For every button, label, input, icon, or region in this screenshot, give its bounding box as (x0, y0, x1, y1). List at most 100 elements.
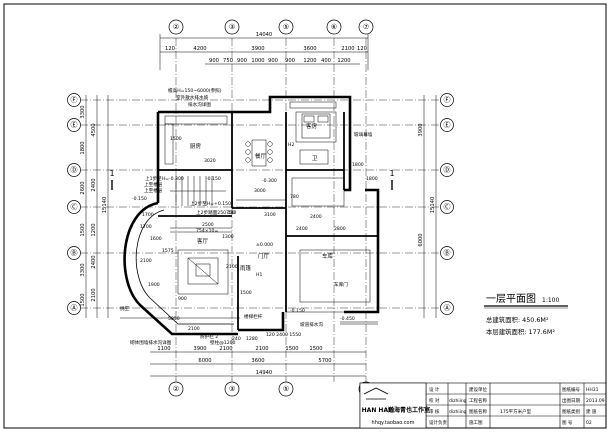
living-furniture (177, 249, 229, 295)
dim-bottom-overall: 14940 (256, 370, 273, 376)
level-4: -0.450 (340, 316, 355, 322)
room-bedroom: 客房 (306, 122, 318, 130)
dim-left-b-5: 2100 (91, 288, 97, 301)
dim-top-seg-2: 4200 (193, 46, 206, 52)
tb-r1-c1: 设 计 (429, 386, 440, 393)
label-num1: 1800 (352, 162, 364, 168)
tb-r3-c4: 175平方米户型 (500, 408, 532, 415)
axis-top-4: ⑥ (331, 23, 337, 31)
dim-top-sub-5: 900 (268, 58, 278, 64)
room-dim-liv10: 754×10= (196, 228, 218, 234)
section-cut-left: 1 (109, 169, 114, 178)
tb-r2-c3: 工程名称 (469, 397, 487, 404)
axis-top-1: ② (173, 23, 179, 31)
section-cut-right: 1 (389, 169, 394, 178)
dim-right-a-1: 3900 (418, 123, 424, 136)
tb-r4-c6: 02 (586, 420, 592, 426)
level-6: -0.150 (290, 308, 305, 314)
note-upstairs-1: 上至楼层 (144, 181, 163, 188)
dim-bottom-sub-4: 2100 (255, 346, 268, 352)
room-porch: 雨篷 (240, 264, 252, 272)
axis-bottom-3: ⑤ (283, 385, 289, 393)
tb-r1-c6: HH31 (586, 387, 599, 393)
sheet-border (3, 3, 607, 429)
bed (301, 113, 331, 139)
dim-top-sub-7: 1200 (303, 58, 316, 64)
tb-r1-c5: 图纸编号 (562, 386, 580, 393)
studio-name: 瀚海青也工作室 (388, 406, 430, 414)
label-num6: 3000 (254, 188, 266, 194)
dim-bottom-sub-6: 1500 (309, 346, 322, 352)
dim-left-b-4: 2400 (91, 255, 97, 268)
room-dim-k2: 1500 (170, 136, 182, 142)
axis-top-5: ⑦ (363, 23, 369, 31)
note-mark: H2 (288, 142, 294, 148)
curved-bay-inner (135, 209, 234, 325)
axis-right-A: Ⓐ (444, 304, 451, 312)
area-floor: 本层建筑面积: 177.6M² (486, 327, 555, 336)
axis-bottom-2: ③ (229, 385, 235, 393)
axis-right-D: Ⓓ (444, 166, 451, 174)
room-dim-liv7: 2100 (140, 258, 152, 264)
room-dim-e5: 1280 (246, 336, 258, 342)
label-num3: 3100 (264, 212, 276, 218)
room-dim-liv11: 2100 (226, 264, 238, 270)
level-3: ±0.000 (256, 242, 273, 248)
room-dining: 餐厅 (255, 152, 267, 160)
tb-r2-c2: dizhiing (449, 398, 467, 404)
note-gutter: 排水沟详图 (188, 101, 211, 108)
room-dim-liv6: 1700 (140, 224, 152, 230)
garage-door (340, 321, 378, 325)
tb-r3-c6: 建 施 (586, 408, 597, 415)
note-glass: 玻璃幕墙 (354, 131, 373, 138)
axis-top-2: ③ (229, 23, 235, 31)
dim-lines-bottom (150, 351, 366, 377)
dim-left-overall: 15140 (102, 197, 108, 214)
dim-right-overall: 15140 (430, 197, 436, 214)
dim-lines-top (159, 34, 369, 70)
dim-top-seg-5: 2100 (341, 46, 354, 52)
tb-r3-c5: 图纸类别 (562, 408, 580, 415)
dim-bottom-mid-2: 3600 (251, 358, 264, 364)
level-2: -0.300 (262, 178, 277, 184)
tb-r4-c3: 施工图 (469, 419, 483, 426)
room-dim-liv2: 1300 (222, 234, 234, 240)
interior-walls (158, 112, 378, 330)
studio-logo-icon (363, 387, 389, 400)
dim-top-sub-9: 1200 (337, 58, 350, 64)
dim-top-seg-4: 3600 (303, 46, 316, 52)
dim-top-sub-6: 900 (285, 58, 295, 64)
tb-r2-c1: 校 对 (429, 397, 440, 404)
tb-r3-c1: 审 核 (429, 408, 440, 415)
label-num5: 1800 (366, 176, 378, 182)
room-dim-e3: 2100 (188, 326, 200, 332)
dim-top-seg-3: 3900 (251, 46, 264, 52)
tb-r1-c3: 建设单位 (469, 386, 487, 393)
tb-r2-c5: 出图日期 (562, 397, 580, 404)
plan-title: 一层平面图 (486, 293, 536, 305)
level-1: -0.150 (206, 176, 221, 182)
room-garage: 车库 (322, 252, 334, 260)
dim-top-overall: 14040 (256, 32, 273, 38)
dim-top-sub-8: 400 (321, 58, 331, 64)
note-stair-2: 上2步至H=+0.150 (190, 200, 231, 207)
room-dim-liv1: 2500 (202, 222, 214, 228)
axis-right-B: Ⓑ (444, 249, 451, 257)
dim-left-b-1: 4500 (91, 123, 97, 136)
room-dim-k1: 3020 (204, 158, 216, 164)
label-fl: 1700 (142, 212, 154, 218)
dim-right-a-2: 6000 (418, 233, 424, 246)
tb-r2-c6: 2013.09 (586, 398, 605, 404)
tb-r4-c5: 图 号 (562, 420, 573, 426)
axis-bubbles-top (168, 19, 374, 35)
room-dim-liv9: 1900 (148, 282, 160, 288)
dim-left-a-5: 3300 (80, 263, 86, 276)
studio-url: hhqy.taobao.com (372, 420, 415, 426)
studio-logo: HAN HAI (362, 407, 391, 414)
plan-scale: 1:100 (542, 297, 559, 304)
room-dim-liv3: 2400 (296, 226, 308, 232)
note-door: 车库门 (334, 281, 348, 288)
detail-lines (120, 101, 378, 319)
dim-left-b-2: 2400 (91, 178, 97, 191)
